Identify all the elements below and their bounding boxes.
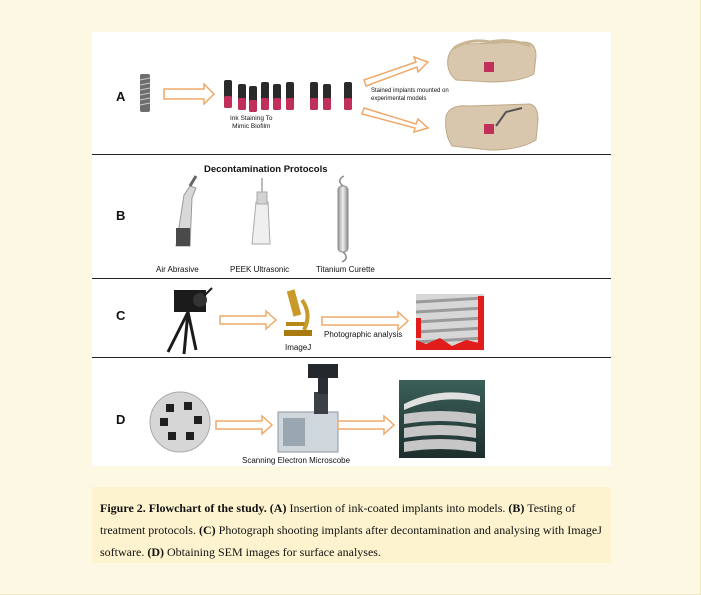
titanium-curette-icon — [337, 175, 349, 263]
arrow-icon — [363, 55, 430, 87]
caption-tag-d: (D) — [147, 545, 164, 559]
caption-tag-b: (B) — [508, 501, 525, 515]
sem-image-icon — [399, 380, 485, 458]
row-label-b: B — [116, 208, 126, 223]
ink-staining-line2: Mimic Biofilm — [232, 123, 271, 130]
peek-ultrasonic-icon — [251, 178, 271, 245]
row-label-a: A — [116, 89, 126, 104]
stained-line2: experimental models — [371, 96, 427, 102]
arrow-icon — [219, 309, 278, 331]
figure-caption: Figure 2. Flowchart of the study. (A) In… — [100, 497, 605, 563]
imagej-label: ImageJ — [285, 343, 312, 352]
row-divider — [92, 278, 611, 279]
dental-model-icon — [447, 39, 537, 83]
row-divider — [92, 357, 611, 358]
stained-implants-label: Stained implants mounted on experimental… — [371, 87, 449, 103]
implant-samples-icon — [149, 391, 211, 453]
caption-text-b: Testing of treatment protocols. — [100, 501, 576, 537]
caption-figure-title: Figure 2. Flowchart of the study. — [100, 501, 267, 515]
sem-machine-icon — [277, 364, 339, 453]
arrow-icon — [337, 414, 396, 436]
ink-staining-label: Ink Staining To Mimic Biofilm — [230, 115, 273, 131]
figure-caption-box: Figure 2. Flowchart of the study. (A) In… — [92, 487, 611, 563]
sem-label: Scanning Electron Microscobe — [242, 456, 351, 465]
caption-tag-a: (A) — [269, 501, 287, 515]
tool-label-air-abrasive: Air Abrasive — [156, 265, 199, 274]
decontamination-title: Decontamination Protocols — [204, 164, 328, 175]
caption-text-a: Insertion of ink-coated implants into mo… — [286, 501, 509, 515]
implant-photo-analysis-icon — [415, 294, 485, 350]
caption-text-d: Obtaining SEM images for surface analyse… — [164, 545, 381, 559]
caption-tag-c: (C) — [198, 523, 216, 537]
microscope-icon — [284, 289, 312, 336]
dental-model-icon — [445, 103, 539, 151]
camera-tripod-icon — [166, 287, 213, 355]
row-divider — [92, 154, 611, 155]
arrow-icon — [361, 107, 430, 134]
arrow-icon — [215, 414, 274, 436]
stained-line1: Stained implants mounted on — [371, 88, 449, 94]
stained-implants-icon — [224, 80, 352, 112]
photographic-analysis-label: Photographic analysis — [324, 330, 403, 339]
ink-staining-line1: Ink Staining To — [230, 115, 273, 122]
row-label-d: D — [116, 412, 126, 427]
tool-label-peek-ultrasonic: PEEK Ultrasonic — [230, 265, 290, 274]
titanium-implant-icon — [139, 74, 151, 112]
caption-text-c: Photograph shooting implants after decon… — [100, 523, 602, 559]
tool-label-titanium-curette: Titanium Curette — [316, 265, 375, 274]
arrow-icon — [321, 310, 410, 332]
air-abrasive-icon — [175, 175, 198, 247]
arrow-icon — [163, 82, 216, 106]
row-label-c: C — [116, 308, 126, 323]
